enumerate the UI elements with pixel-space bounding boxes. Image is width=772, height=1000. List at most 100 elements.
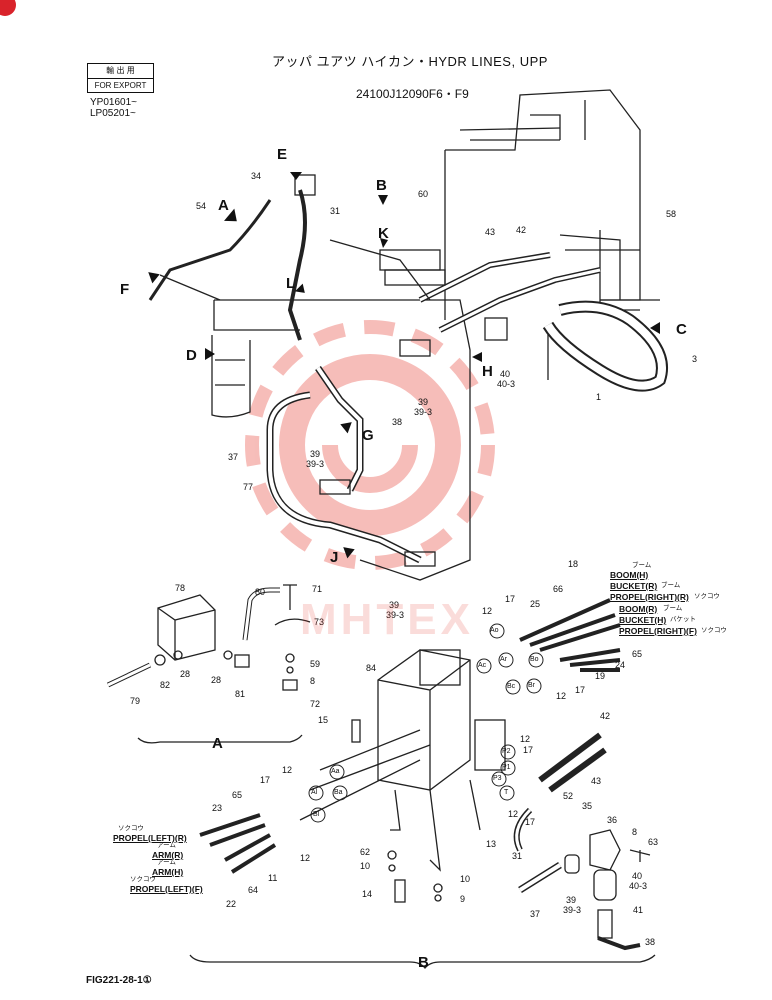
corner-mark [0,0,16,16]
label-boom-r-ja: ブーム [663,605,683,612]
view-letter-b: B [376,177,387,194]
callout-39-3-c: 39-3 [386,610,405,620]
callout-64: 64 [248,885,259,895]
port-p1: P1 [502,764,511,771]
callout-37: 37 [228,452,239,462]
label-propel-right-f-ja: ソクコウ [701,627,727,634]
callout-38: 38 [392,417,403,427]
label-arm-r-ja: アーム [157,842,176,849]
label-arm-r: ARM(R) [152,850,184,860]
port-t: T [504,789,509,796]
view-letter-e: E [277,146,288,163]
callout-73: 73 [314,617,325,627]
label-propel-left-f-ja: ソクコウ [130,876,156,883]
callout-19: 19 [595,671,606,681]
callout-65-a: 65 [632,649,643,659]
watermark-text: MHTEX [300,595,474,644]
callout-54: 54 [196,201,207,211]
callout-12-d: 12 [508,809,519,819]
callout-12-b: 12 [556,691,567,701]
label-propel-left-r: PROPEL(LEFT)(R) [113,833,187,843]
callout-34: 34 [251,171,262,181]
callout-25: 25 [530,599,541,609]
label-propel-right-f: PROPEL(RIGHT)(F) [619,626,697,636]
view-letter-f: F [120,281,130,298]
callout-18: 18 [568,559,579,569]
callout-78: 78 [175,583,186,593]
view-letter-d: D [186,347,197,364]
port-ao: Ao [490,627,499,634]
callout-72: 72 [310,699,321,709]
callout-38-b: 38 [645,937,656,947]
port-bc: Bc [507,683,516,690]
callout-12-e: 12 [282,765,293,775]
callout-17-a: 17 [505,594,516,604]
callout-40-3: 40-3 [497,379,516,389]
watermark-gear [245,320,495,570]
export-label-en: FOR EXPORT [88,78,153,93]
callout-17-b: 17 [575,685,586,695]
port-al: Al [311,789,318,796]
callout-81: 81 [235,689,246,699]
callout-40-3-b: 40-3 [629,881,648,891]
callout-22: 22 [226,899,237,909]
callout-79: 79 [130,696,141,706]
label-bucket-h: BUCKET(H) [619,615,667,625]
callout-39-3-b: 39-3 [306,459,325,469]
callout-80: 80 [255,587,266,597]
callout-12-f: 12 [300,853,311,863]
callout-59: 59 [310,659,321,669]
label-boom-h-ja: ブーム [632,562,652,569]
callout-39-a: 39 [418,397,429,407]
label-propel-left-f: PROPEL(LEFT)(F) [130,884,203,894]
view-letter-l: L [286,275,296,292]
callout-24: 24 [615,660,626,670]
label-boom-r: BOOM(R) [619,604,658,614]
callout-36: 36 [607,815,618,825]
callout-71: 71 [312,584,323,594]
view-letter-c: C [676,321,687,338]
callout-14: 14 [362,889,373,899]
callout-17-c: 17 [523,745,534,755]
label-arm-h: ARM(H) [152,867,184,877]
callout-40-b: 40 [632,871,643,881]
callout-82: 82 [160,680,171,690]
callout-42: 42 [516,225,527,235]
callout-1: 1 [596,392,602,402]
export-box: 輸 出 用 FOR EXPORT [87,63,154,93]
callout-60: 60 [418,189,429,199]
callout-17-d: 17 [525,817,536,827]
view-letter-k: K [378,225,389,242]
port-p2: P2 [502,748,511,755]
callout-11: 11 [268,873,278,883]
callout-77: 77 [243,482,254,492]
callout-43: 43 [485,227,496,237]
callout-42-b: 42 [600,711,611,721]
port-aa: Aa [331,768,340,775]
callout-31-b: 31 [512,851,523,861]
callout-62: 62 [360,847,371,857]
callout-65-b: 65 [232,790,243,800]
callout-3: 3 [692,354,698,364]
label-bucket-h-ja: バケット [670,616,696,623]
callout-39-b: 39 [310,449,321,459]
callout-39-c: 39 [389,600,400,610]
label-boom-h: BOOM(H) [610,570,649,580]
callout-17-e: 17 [260,775,271,785]
callout-37-b: 37 [530,909,541,919]
port-ba: Ba [334,789,343,796]
callout-66: 66 [553,584,564,594]
view-a-title: A [212,735,223,752]
callout-8: 8 [310,676,316,686]
callout-31: 31 [330,206,341,216]
callout-52: 52 [563,791,574,801]
callout-43-b: 43 [591,776,602,786]
callout-84: 84 [366,663,377,673]
serial-range-2: LP05201~ [90,108,136,119]
callout-35: 35 [582,801,593,811]
port-ac: Ac [478,662,487,669]
callout-28-a: 28 [180,669,191,679]
diagram-title: アッパ ユアツ ハイカン・HYDR LINES, UPP [272,54,548,69]
